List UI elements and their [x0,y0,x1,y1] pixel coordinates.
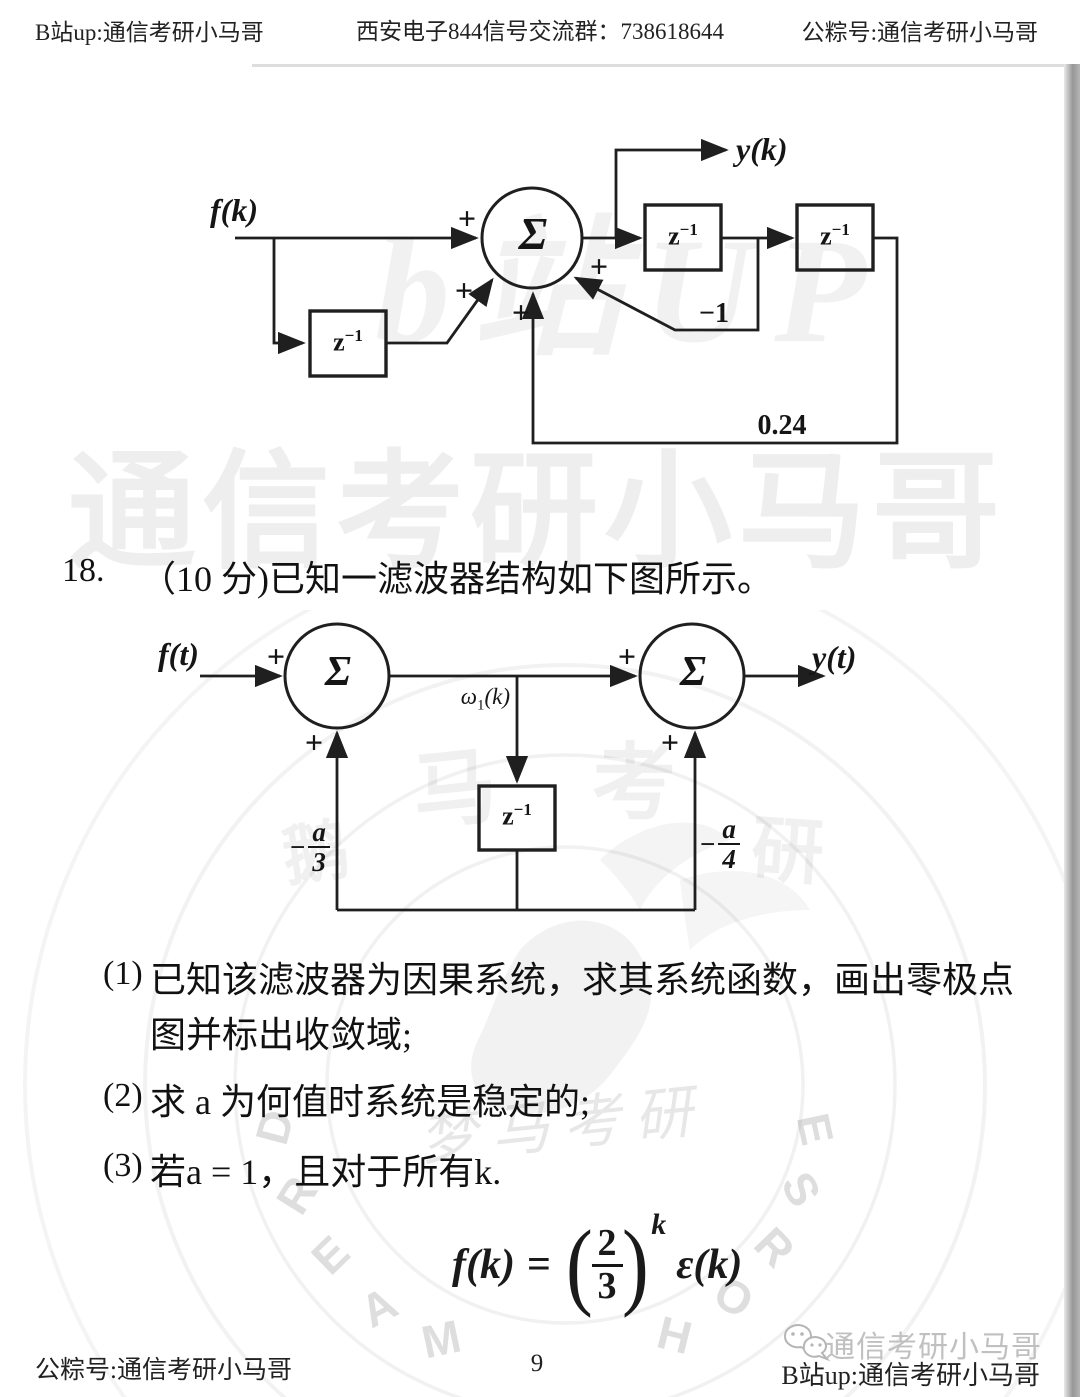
formula-rhs: ε(k) [676,1242,743,1288]
formula-fk: f(k) = ( 2 3 ) k ε(k) [452,1208,743,1319]
wechat-icon [783,1324,830,1362]
d1-branch-to-delay [272,238,306,355]
d1-input-label: f(k) [210,192,258,228]
d2-plus-fb2: + [660,724,680,760]
d1-gain-neg1: −1 [699,298,729,329]
q1-number: (1) [103,955,143,992]
q2-line1: 求 a 为何值时系统是稳定的; [150,1082,590,1122]
d1-output-label: y(k) [736,131,788,167]
footer-page-number: 9 [530,1350,544,1377]
d1-neg1-feedback [573,238,760,332]
d1-gain-024: 0.24 [757,410,807,441]
d2-plus-in1: + [266,638,286,674]
d1-sum-symbol: Σ [518,208,548,259]
q1-line1: 已知该滤波器为因果系统，求其系统函数，画出零极点 [150,960,1015,1000]
d1-delay-a-label: z−1 [333,326,363,357]
formula-paren-close: ) [621,1210,649,1319]
d2-input-label: f(t) [158,636,199,672]
d2-sum2-symbol: Σ [679,649,707,695]
formula-lhs: f(k) [452,1242,515,1288]
d1-delay-1-label: z−1 [668,220,698,251]
d1-plus-input: + [457,200,477,236]
formula-fraction: 2 3 [591,1223,623,1307]
d2-plus-fb1: + [304,724,324,760]
formula-exponent: k [651,1208,667,1241]
footer-right: B站up:通信考研小马哥 [781,1361,1040,1390]
d1-plus-neg1: + [589,248,609,284]
section-title: （10 分)已知一滤波器结构如下图所示。 [140,559,773,599]
d1-output-branch [614,138,729,238]
header-right: 公粽号:通信考研小马哥 [801,20,1038,45]
formula-equals: = [526,1242,551,1288]
scan-edge-right [1064,64,1080,1397]
d2-plus-in2: + [617,638,637,674]
q3-line1: 若a = 1，且对于所有k. [150,1152,502,1192]
d1-plus-feedback: + [511,294,531,330]
d1-plus-delay-a: + [454,272,474,308]
footer-logo-text: 通信考研小马哥 [825,1331,1042,1364]
d1-delay-a-to-sum [386,277,494,345]
d1-024-feedback [521,236,899,445]
section-number: 18. [62,552,105,589]
d2-node-label-omega: ω1(k) [460,684,510,714]
d2-output-label: y(t) [812,639,857,675]
header-center: 西安电子844信号交流群：738618644 [356,19,724,44]
footer-left: 公粽号:通信考研小马哥 [35,1357,292,1384]
scan-edge-top [252,64,1080,67]
header-left: B站up:通信考研小马哥 [35,20,264,45]
d2-sum1-symbol: Σ [324,649,352,695]
q3-number: (3) [103,1147,143,1184]
d1-delay-2-label: z−1 [820,220,850,251]
q1-line2: 图并标出收敛域; [150,1015,413,1055]
d2-delay-label: z−1 [502,800,532,831]
q2-number: (2) [103,1077,143,1114]
formula-paren-open: ( [565,1210,593,1319]
